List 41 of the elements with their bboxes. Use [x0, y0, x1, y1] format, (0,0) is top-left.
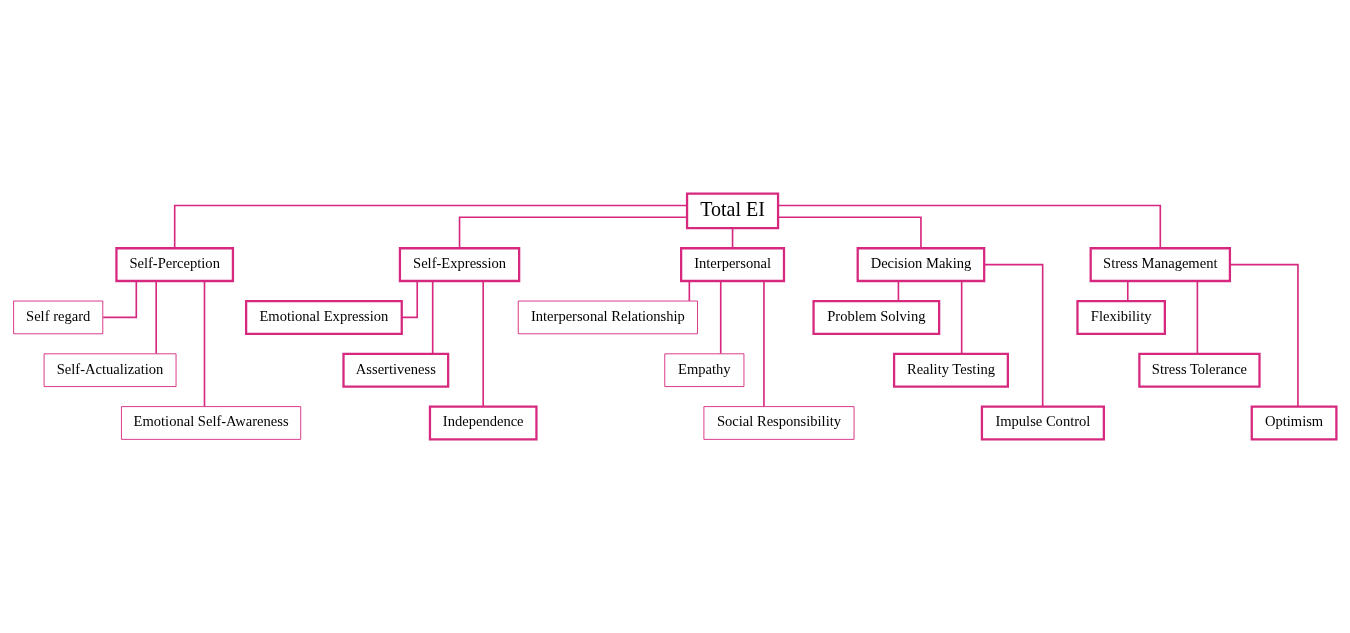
- node-box: Self-Expression: [398, 247, 521, 283]
- connector: [897, 280, 900, 302]
- connector: [431, 280, 434, 355]
- connector: [777, 204, 1162, 249]
- node-box: Flexibility: [1076, 299, 1166, 335]
- node-box: Self regard: [13, 300, 104, 335]
- connector: [777, 216, 922, 249]
- connector: [458, 216, 688, 249]
- connector: [173, 204, 688, 249]
- node-box: Self-Actualization: [43, 353, 177, 388]
- connector: [763, 280, 765, 408]
- node-box: Impulse Control: [980, 405, 1105, 441]
- node-box: Empathy: [664, 353, 745, 388]
- node-box: Problem Solving: [812, 299, 941, 335]
- node-box: Stress Management: [1089, 247, 1232, 283]
- node-box: Emotional Expression: [245, 299, 403, 335]
- node-box: Assertiveness: [342, 352, 450, 388]
- connector: [1196, 280, 1199, 355]
- connector: [731, 227, 734, 249]
- node-box: Stress Tolerance: [1138, 352, 1261, 388]
- connector: [482, 280, 484, 408]
- connector: [203, 280, 206, 408]
- node-box: Social Responsibility: [703, 406, 855, 440]
- node-box: Emotional Self-Awareness: [121, 406, 302, 440]
- connector: [1126, 280, 1129, 302]
- connector: [983, 263, 1044, 408]
- connector: [401, 280, 419, 319]
- connector: [155, 280, 157, 355]
- node-box: Interpersonal: [680, 247, 786, 283]
- connector: [1229, 263, 1299, 408]
- node-box: Reality Testing: [892, 352, 1009, 388]
- node-box: Interpersonal Relationship: [517, 300, 698, 335]
- connector: [960, 280, 963, 355]
- node-box: Independence: [428, 405, 538, 441]
- node-box: Self-Perception: [115, 247, 235, 283]
- node-box: Total EI: [685, 192, 780, 230]
- connector: [688, 280, 691, 302]
- node-box: Decision Making: [856, 247, 986, 283]
- connector: [719, 280, 722, 355]
- connector: [102, 280, 138, 319]
- node-box: Optimism: [1250, 405, 1338, 441]
